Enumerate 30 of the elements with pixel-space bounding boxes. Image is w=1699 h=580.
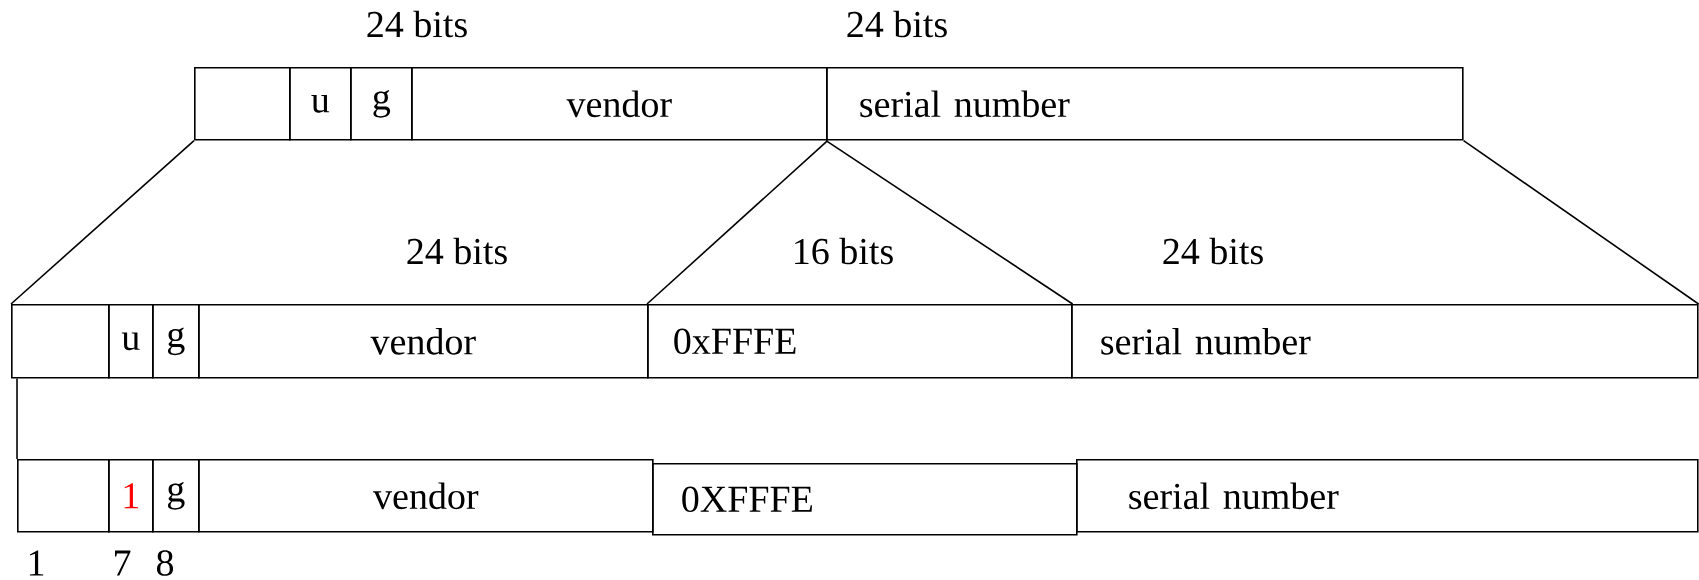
field-cell: u xyxy=(108,304,154,379)
bit-position-number: 8 xyxy=(156,550,174,576)
field-cell xyxy=(17,459,110,533)
projection-line xyxy=(10,139,195,305)
projection-line xyxy=(16,377,18,460)
field-cell: vendor xyxy=(411,67,828,141)
field-cell: 0xFFFE xyxy=(647,304,1073,379)
projection-line xyxy=(646,139,829,305)
field-cell: 1 xyxy=(108,459,154,533)
bit-count-label: 24 bits xyxy=(1163,237,1263,265)
bit-count-label: 24 bits xyxy=(847,10,947,38)
field-cell: 0XFFFE xyxy=(652,463,1078,536)
field-cell: g xyxy=(350,67,413,141)
field-cell: serial number xyxy=(1076,459,1699,533)
field-cell: u xyxy=(289,67,352,141)
field-cell: vendor xyxy=(198,304,649,379)
projection-line xyxy=(825,139,1074,305)
bit-position-number: 1 xyxy=(29,550,44,576)
field-cell: serial number xyxy=(826,67,1464,141)
field-cell xyxy=(11,304,110,379)
projection-line xyxy=(1462,139,1699,305)
field-cell: serial number xyxy=(1071,304,1699,379)
field-cell xyxy=(194,67,291,141)
bit-count-label: 16 bits xyxy=(795,237,893,265)
bit-count-label: 24 bits xyxy=(407,237,507,265)
bit-count-label: 24 bits xyxy=(367,10,467,38)
field-cell: g xyxy=(152,459,200,533)
field-cell: g xyxy=(152,304,200,379)
bit-position-number: 7 xyxy=(115,550,131,576)
field-cell: vendor xyxy=(198,459,654,533)
